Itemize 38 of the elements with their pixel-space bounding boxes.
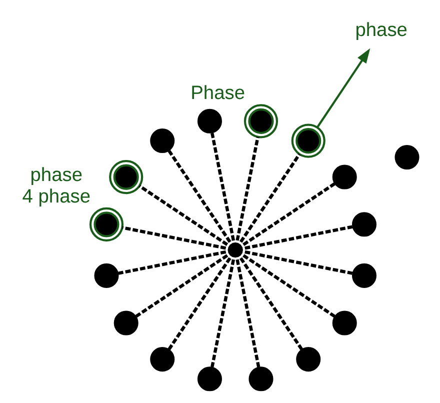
connector [118,248,233,275]
connector [234,252,260,368]
arrow [316,48,370,128]
node-label: Phase [190,83,245,104]
connector [234,251,302,350]
node-circle [113,310,138,336]
node-circle [332,310,356,336]
connector [236,248,352,275]
connector [134,250,234,318]
connector [236,225,352,252]
node-circle [248,366,273,392]
node-circle [332,164,356,190]
connector [167,150,235,250]
node-circle [108,160,143,194]
connector [234,136,259,248]
connector [236,250,335,318]
node-text: phase [354,20,407,42]
node-circle [196,366,222,392]
node-circle [290,124,325,158]
node-circle [150,128,174,154]
node-circle [150,347,174,372]
connector [234,153,300,250]
connector [122,226,233,252]
node-circle [243,104,278,138]
connector [138,184,234,250]
node-circle [394,145,419,170]
node-circle [351,212,376,237]
connector [210,132,236,248]
connector [167,251,235,350]
node-circle [296,347,320,372]
node-circle [88,207,124,242]
node-circle [196,108,222,134]
node-label: 4 phase [22,186,90,208]
connector [236,182,335,250]
node-circle [351,263,376,288]
node-label: phase [30,165,82,186]
connector [210,252,236,368]
node-circle [94,263,118,288]
